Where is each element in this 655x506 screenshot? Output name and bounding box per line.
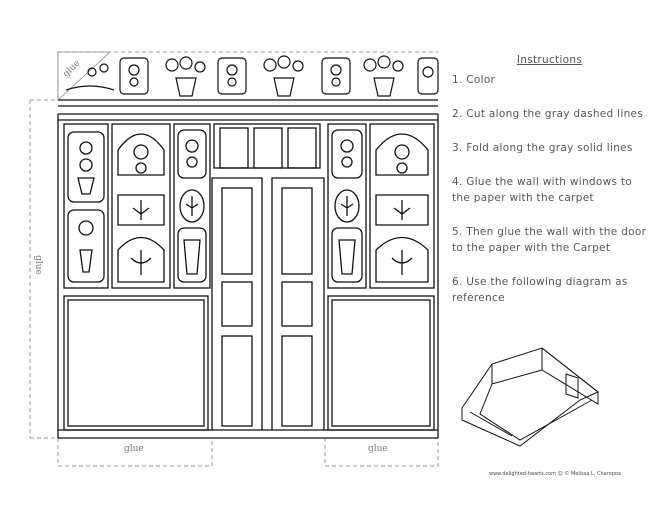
- instruction-step: 1. Color: [452, 74, 496, 86]
- instructions-panel: Instructions 1. Color 2. Cut along the g…: [452, 52, 647, 324]
- glue-label-bottom-right: glue: [368, 444, 388, 454]
- footer-website: www.delighted-hearts.com: [489, 471, 556, 477]
- instruction-step: 5. Then glue the wall with the door to t…: [452, 226, 647, 254]
- instruction-step: 4. Glue the wall with windows to the pap…: [452, 176, 633, 204]
- footer-copyright: © Melissa L. Charopoa: [564, 471, 622, 477]
- instruction-step: 6. Use the following diagram as referenc…: [452, 276, 628, 304]
- corner-glue-flap: [57, 51, 112, 101]
- glue-label-bottom-left: glue: [124, 444, 144, 454]
- room-reference-diagram: [461, 347, 599, 447]
- wall-panels: [57, 113, 439, 439]
- smiley-icon: ☺: [557, 471, 563, 477]
- glue-label-left: glue: [32, 255, 43, 275]
- flower-frieze: [58, 55, 439, 107]
- instruction-step: 2. Cut along the gray dashed lines: [452, 108, 644, 120]
- footer-credit: www.delighted-hearts.com ☺ © Melissa L. …: [489, 471, 621, 477]
- instructions-title: Instructions: [516, 54, 583, 66]
- instruction-step: 3. Fold along the gray solid lines: [452, 142, 633, 154]
- cut-lines: [29, 51, 439, 467]
